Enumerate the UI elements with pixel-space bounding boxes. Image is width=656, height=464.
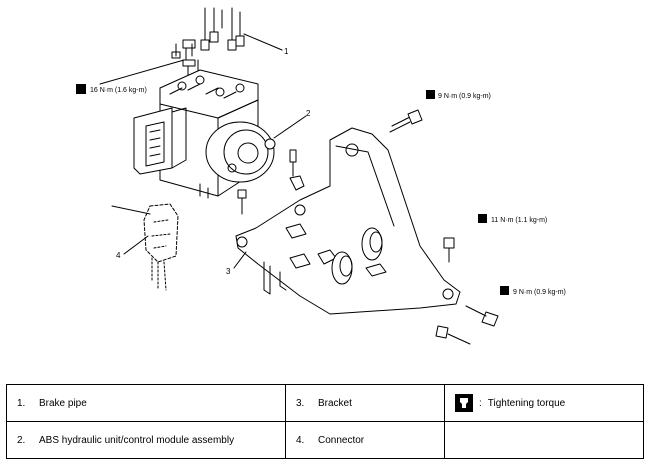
torque-symbol-colon: : (479, 397, 482, 409)
bolts (237, 109, 499, 345)
callout-2: 2 (306, 109, 311, 118)
legend-label: ABS hydraulic unit/control module assemb… (39, 434, 235, 446)
torque-spec-right-bolt: 11 N·m (1.1 kg-m) (478, 214, 547, 224)
legend-label: Connector (318, 434, 365, 446)
leader-lines (99, 33, 307, 269)
svg-text:9 N·m (0.9 kg-m): 9 N·m (0.9 kg-m) (513, 289, 566, 296)
callout-3: 3 (226, 267, 231, 276)
legend-row: 2. ABS hydraulic unit/control module asse… (6, 421, 644, 459)
legend-cell: 4. Connector (285, 421, 445, 459)
callout-1: 1 (284, 47, 289, 56)
connector (111, 203, 179, 291)
torque-wrench-icon (455, 394, 473, 412)
legend-number: 3. (296, 397, 305, 409)
legend-table: 1. Brake pipe 3. Bracket : Tightening torq… (6, 384, 644, 459)
torque-wrench-icon (426, 90, 435, 99)
torque-wrench-icon (478, 214, 487, 223)
legend-row: 1. Brake pipe 3. Bracket : Tightening torq… (6, 384, 644, 422)
legend-number: 2. (17, 434, 26, 446)
torque-wrench-icon (500, 286, 509, 295)
legend-number: 4. (296, 434, 305, 446)
legend-label: Bracket (318, 397, 352, 409)
torque-wrench-icon (76, 84, 86, 94)
legend-cell: 3. Bracket (285, 384, 445, 422)
torque-spec-lower-bolt: 9 N·m (0.9 kg-m) (500, 286, 566, 296)
callout-4: 4 (116, 251, 121, 260)
legend-cell: 1. Brake pipe (6, 384, 286, 422)
exploded-view-diagram: 1 2 3 4 16 N·m (1.6 kg-m) 9 N·m (0.9 kg-… (76, 7, 566, 345)
abs-hydraulic-unit (133, 69, 276, 199)
svg-text:9 N·m (0.9 kg-m): 9 N·m (0.9 kg-m) (438, 93, 491, 100)
legend-cell: 2. ABS hydraulic unit/control module asse… (6, 421, 286, 459)
legend-number: 1. (17, 397, 26, 409)
torque-spec-brake-pipe: 16 N·m (1.6 kg-m) (76, 84, 147, 94)
legend-cell: : Tightening torque (444, 384, 644, 422)
legend-cell-empty (444, 421, 644, 459)
svg-text:11 N·m (1.1 kg-m): 11 N·m (1.1 kg-m) (491, 217, 547, 224)
torque-spec-top-bolt: 9 N·m (0.9 kg-m) (426, 90, 491, 100)
svg-text:16 N·m (1.6 kg-m): 16 N·m (1.6 kg-m) (90, 87, 147, 94)
legend-label: Brake pipe (39, 397, 87, 409)
legend-label: Tightening torque (487, 397, 566, 409)
bracket (235, 127, 461, 315)
